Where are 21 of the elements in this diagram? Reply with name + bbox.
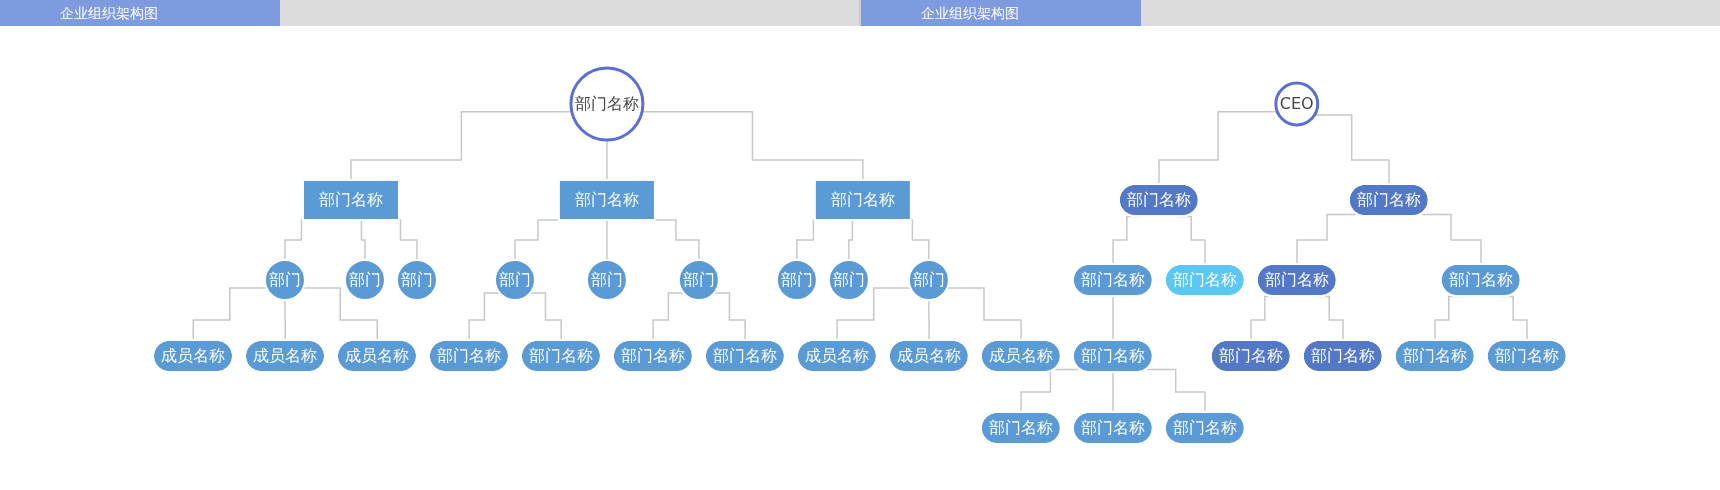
connector bbox=[606, 139, 608, 181]
node-box: 部门名称 bbox=[558, 179, 657, 221]
node-circle: 部门 bbox=[264, 259, 307, 301]
node-circle: 部门 bbox=[396, 259, 439, 301]
node-circle: 部门 bbox=[776, 259, 818, 301]
connector bbox=[641, 110, 864, 181]
slide-heading: 企业组织架构图 bbox=[0, 0, 859, 26]
node-box: 部门名称 bbox=[302, 179, 401, 221]
node-circle: 部门 bbox=[586, 259, 629, 301]
connector bbox=[1314, 114, 1391, 186]
node-circle: 部门 bbox=[494, 259, 537, 301]
connector bbox=[350, 110, 573, 181]
node-circle: 部门 bbox=[828, 259, 870, 301]
node-circle: 部门 bbox=[344, 259, 387, 301]
node-box: 部门名称 bbox=[814, 179, 912, 221]
connector bbox=[606, 219, 608, 261]
node-circle: 部门 bbox=[908, 259, 950, 301]
slide-heading: 企业组织架构图 bbox=[859, 0, 1720, 26]
node-circle: 部门名称 bbox=[569, 66, 645, 142]
node-circle: 部门 bbox=[678, 259, 721, 301]
node-circle: CEO bbox=[1274, 81, 1320, 127]
